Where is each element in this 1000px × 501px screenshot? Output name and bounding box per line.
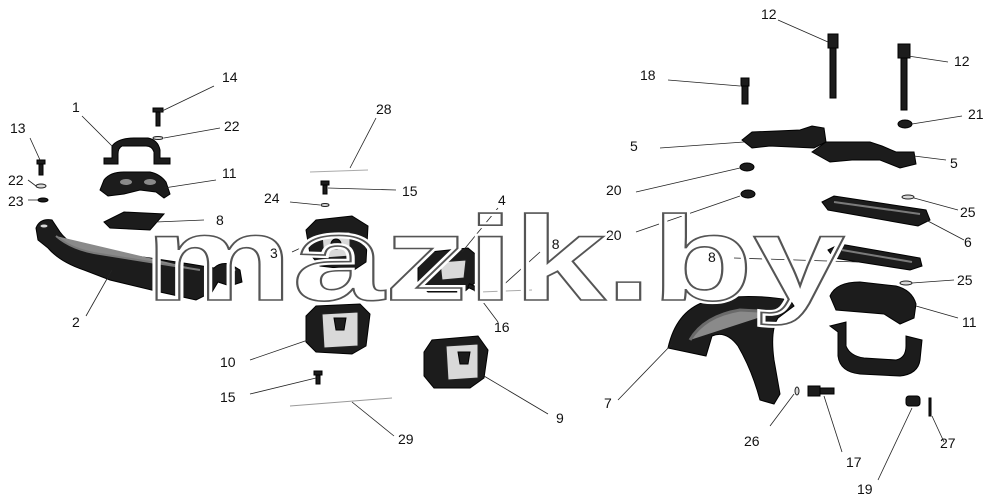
part-27-pin <box>928 397 932 417</box>
part-29-rod <box>289 397 393 407</box>
part-25-washer-upper <box>901 194 915 200</box>
part-25-washer-lower <box>899 280 913 286</box>
label-15-lower: 15 <box>220 389 236 405</box>
label-17: 17 <box>846 454 862 470</box>
part-16-bolt <box>467 282 481 294</box>
label-13: 13 <box>10 120 26 136</box>
label-12-right: 12 <box>954 53 970 69</box>
part-5-beam-upper <box>741 125 827 149</box>
part-12-bolt-b <box>897 43 911 111</box>
watermark: mazik.by mazik.by <box>142 189 848 329</box>
part-9-block <box>423 335 489 389</box>
part-20-ring-lower <box>740 189 756 199</box>
label-22-left: 22 <box>8 172 24 188</box>
part-15-bolt-upper <box>320 180 330 195</box>
label-15-upper: 15 <box>402 183 418 199</box>
part-21-nut <box>897 119 913 129</box>
label-22-upper: 22 <box>224 118 240 134</box>
label-1-left: 1 <box>72 99 80 115</box>
part-22-washer <box>152 136 164 140</box>
label-3: 3 <box>270 245 278 261</box>
part-4-mount <box>417 247 481 293</box>
label-11-left: 11 <box>222 165 237 181</box>
part-12-bolt-a <box>827 33 839 99</box>
label-2: 2 <box>72 314 80 330</box>
label-29: 29 <box>398 431 414 447</box>
label-20-upper: 20 <box>606 182 622 198</box>
part-10-block <box>305 303 371 355</box>
part-11-pad-right <box>829 281 917 325</box>
part-1-clamp-left <box>103 137 171 165</box>
part-22-washer-left <box>35 183 47 189</box>
label-11-right: 11 <box>962 314 977 330</box>
part-26-washer <box>794 386 800 396</box>
watermark-text: mazik.by <box>145 192 845 326</box>
label-28-lower: 28 <box>544 236 560 252</box>
label-28-upper: 28 <box>376 101 392 117</box>
part-28-rod <box>309 169 369 173</box>
part-7-saddle <box>667 295 795 405</box>
label-25-upper: 25 <box>960 204 976 220</box>
callout-labels: 1 2 3 4 5 5 6 7 8 8 9 10 11 11 12 12 13 … <box>8 6 984 497</box>
label-4: 4 <box>498 192 506 208</box>
label-9: 9 <box>556 410 564 426</box>
label-20-lower: 20 <box>606 227 622 243</box>
leader-lines <box>27 19 965 481</box>
part-13-bolt <box>36 159 46 176</box>
part-20-ring-upper <box>739 162 755 172</box>
label-10: 10 <box>220 354 236 370</box>
part-23-washer <box>37 197 49 203</box>
label-5-lower: 5 <box>950 155 958 171</box>
part-1-clamp-right <box>828 321 923 377</box>
part-18-bolt <box>740 77 750 105</box>
label-6: 6 <box>964 234 972 250</box>
part-11-pad-left <box>99 171 171 199</box>
label-27: 27 <box>940 435 956 451</box>
label-25-lower: 25 <box>957 272 973 288</box>
label-21: 21 <box>968 106 984 122</box>
label-5-upper: 5 <box>630 138 638 154</box>
label-23: 23 <box>8 193 24 209</box>
label-8-right: 8 <box>708 249 716 265</box>
label-26: 26 <box>744 433 760 449</box>
part-5-beam-lower <box>811 141 917 169</box>
label-12-top: 12 <box>761 6 777 22</box>
label-7: 7 <box>604 395 612 411</box>
label-8-left: 8 <box>216 212 224 228</box>
part-15-bolt-lower <box>313 370 323 385</box>
label-19: 19 <box>857 481 873 497</box>
label-18: 18 <box>640 67 656 83</box>
part-8-plate-right <box>827 243 923 271</box>
part-24-washer <box>320 203 330 207</box>
label-16: 16 <box>494 319 510 335</box>
part-14-bolt <box>152 107 164 127</box>
label-24: 24 <box>264 190 280 206</box>
part-17-bolt <box>807 385 835 397</box>
part-3-mount <box>305 215 369 271</box>
watermark-text-halo: mazik.by <box>145 192 845 326</box>
label-14: 14 <box>222 69 238 85</box>
part-19-nut <box>905 395 921 407</box>
